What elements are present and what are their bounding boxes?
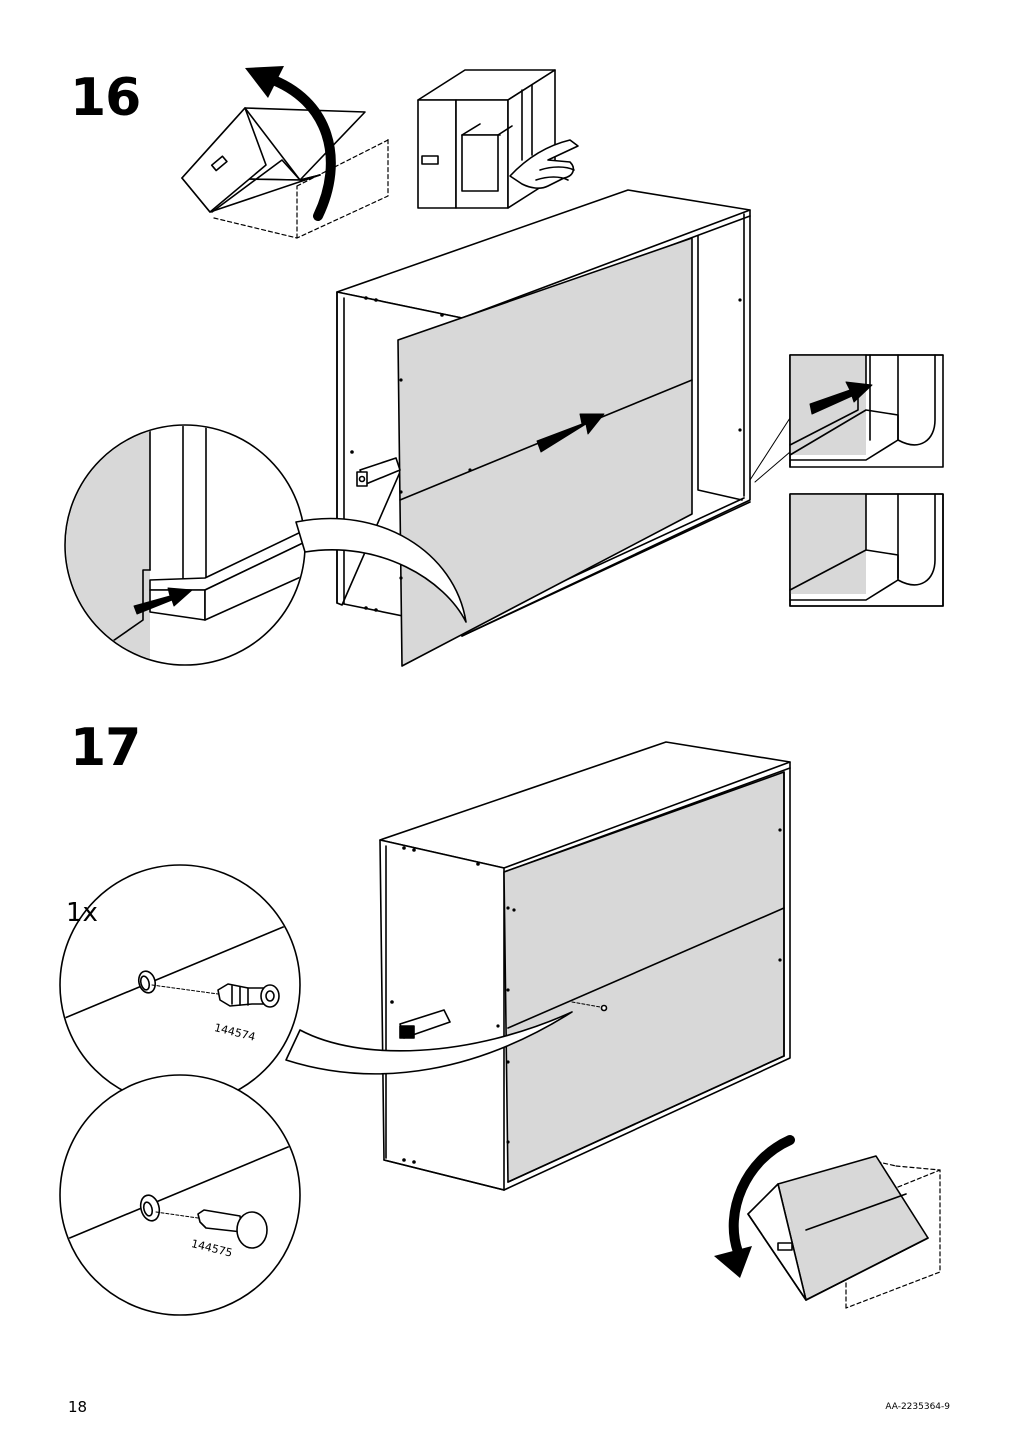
detail-box-bottom [789, 493, 944, 607]
page-number: 18 [68, 1398, 88, 1416]
cabinet-step17 [379, 741, 791, 1191]
detail-magnifier-step17-a [59, 864, 573, 1106]
detail-magnifier-step17-b [59, 1074, 301, 1316]
flip-box-icon [181, 66, 389, 239]
detail-box-top [749, 354, 944, 483]
cabinet-hand-icon [417, 69, 579, 209]
step-number-17: 17 [70, 718, 141, 778]
cabinet-step16 [336, 189, 751, 667]
quantity-label: 1x [66, 898, 98, 928]
flip-box-icon-2 [714, 1135, 941, 1309]
step-number-16: 16 [70, 68, 141, 128]
document-code: AA-2235364-9 [885, 1402, 950, 1412]
